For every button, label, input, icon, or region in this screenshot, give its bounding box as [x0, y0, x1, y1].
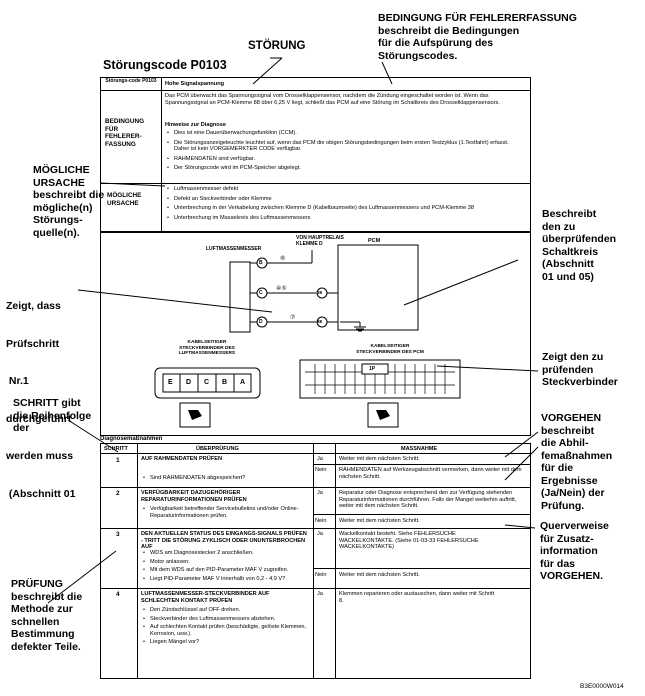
table-row-items: Den Zündschlüssel auf OFF drehen. Steckv… [143, 607, 311, 646]
annotation-bedingung: BEDINGUNG FÜR FEHLERERFASSUNG beschreibt… [378, 12, 577, 62]
annotation-pruefschritt: Zeigt, dass Prüfschritt Nr.1 durchgeführ… [6, 300, 76, 500]
list-item: Unterbrechung im Massekreis des Luftmass… [167, 215, 523, 222]
annotation-steckverbinder: Zeigt den zu prüfenden Steckverbinder [542, 351, 618, 388]
table-row-title: VERFÜGBARKEIT DAZUGEHÖRIGER REPARATURINF… [141, 490, 247, 503]
stoerung-label: STÖRUNG [248, 40, 306, 52]
list-item: Defekt an Steckverbinder oder Klemme [167, 196, 523, 203]
table-row-title: LUFTMASSENMESSER-STECKVERBINDER AUF SCHL… [141, 591, 270, 604]
table-row-step: 4 [116, 591, 120, 598]
connector-letter: C [204, 379, 210, 386]
yes-text: Weiter mit dem nächsten Schritt. [339, 456, 420, 462]
harness-right-label: KABELSEITIGER STECKVERBINDER DES PCM [356, 344, 424, 355]
yes-label: Ja [317, 591, 323, 597]
yes-text: Reparatur oder Diagnose entsprechend den… [339, 490, 517, 510]
connector-letter: D [186, 379, 192, 386]
diagnostic-table: SCHRITT ÜBERPRÜFUNG MASSNAHME 1 AUF RAHM… [100, 443, 531, 679]
circuit-box [100, 232, 531, 436]
pin-d: D [259, 319, 263, 325]
table-row-step: 2 [116, 490, 120, 497]
no-text: RAHMENDATEN auf Werkzeugabschnitt vermer… [339, 467, 522, 480]
yes-label: Ja [317, 456, 323, 462]
wire-number: ④⑤ [276, 286, 287, 292]
yes-text: Wackelkontakt besteht. Siehe FEHLERSUCHE… [339, 531, 479, 551]
relay-label: VON HAUPTRELAIS KLEMME D [296, 235, 344, 247]
yes-label: Ja [317, 531, 323, 537]
wire-number: ⑥ [280, 256, 286, 262]
no-label: Nein [315, 572, 327, 578]
pin-c: C [259, 290, 263, 296]
header-check: ÜBERPRÜFUNG [196, 446, 239, 452]
dtc-code-label: Störungs-code P0103 [105, 78, 157, 84]
maf-label: LUFTMASSENMESSER [206, 246, 262, 252]
list-item: Luftmassenmesser defekt [167, 186, 523, 193]
table-row-step: 1 [116, 457, 120, 464]
list-item: Der Störungscode wird im PCM-Speicher ab… [167, 165, 523, 172]
cause-list: Luftmassenmesser defekt Defekt an Steckv… [167, 186, 523, 221]
table-row-step: 3 [116, 531, 120, 538]
table-row-items: WDS am Diagnosestecker 2 anschließen. Mo… [143, 550, 311, 582]
no-label: Nein [315, 518, 327, 524]
footer-code: B3E0000W014 [580, 683, 624, 690]
header-step: SCHRITT [104, 446, 128, 452]
pcm-pin-label: 1P [369, 366, 376, 372]
table-row-title: DEN AKTUELLEN STATUS DES EINGANGS-SIGNAL… [141, 531, 307, 551]
connector-letter: E [168, 379, 173, 386]
page-title: Störungscode P0103 [103, 58, 227, 72]
wire-number: ⑦ [290, 315, 296, 321]
annotation-schritt: SCHRITT gibt die Reihenfolge der [13, 397, 92, 434]
annotation-moegliche: MÖGLICHE URSACHE beschreibt die mögliche… [33, 164, 105, 239]
diagnostic-title: Diagnosemaßnahmen [100, 436, 163, 442]
list-item: Unterbrechung in der Verkabelung zwische… [167, 205, 523, 212]
table-row-title: AUF RAHMENDATEN PRÜFEN [141, 456, 223, 462]
no-text: Weiter mit dem nächsten Schritt. [339, 518, 420, 524]
header-action: MASSNAHME [401, 446, 438, 452]
detection-text: Das PCM überwacht das Spannungssignal vo… [165, 93, 500, 106]
connector-letter: A [240, 379, 246, 386]
annotation-pruefung: PRÜFUNG beschreibt die Methode zur schne… [11, 578, 83, 653]
list-item: RAHMENDATEN sind verfügbar. [167, 156, 523, 163]
pin-88: 88 [317, 319, 323, 324]
table-row-item: Sind RAHMENDATEN abgespeichert? [143, 475, 308, 482]
pin-b: B [259, 260, 263, 266]
cause-label: MÖGLICHE URSACHE [107, 192, 142, 207]
annotation-vorgehen: VORGEHEN beschreibt die Abhil- femaßnahm… [541, 412, 613, 512]
harness-left-label: KABELSEITIGER STECKVERBINDER DES LUFTMAS… [178, 340, 236, 357]
dtc-code-value: Hohe Signalspannung [165, 81, 225, 87]
pin-38: 38 [317, 290, 323, 295]
diag-support-title: Hinweise zur Diagnose [165, 122, 226, 128]
dtc-table: Störungs-code P0103 Hohe Signalspannung … [100, 77, 531, 232]
diag-support-list: Dies ist eine Dauerüberwachungsfunktion … [167, 130, 523, 172]
annotation-querverweise: Querverweise für Zusatz- information für… [540, 520, 609, 582]
annotation-schaltkreis: Beschreibt den zu überprüfenden Schaltkr… [542, 208, 617, 283]
yes-label: Ja [317, 490, 323, 496]
table-row-item: Verfügbarkeit betreffender Servicebullet… [143, 506, 308, 519]
detection-label: BEDINGUNG FÜR FEHLERER-FASSUNG [105, 118, 145, 148]
no-label: Nein [315, 467, 327, 473]
connector-letter: B [222, 379, 228, 386]
pcm-label: PCM [368, 238, 381, 244]
list-item: Dies ist eine Dauerüberwachungsfunktion … [167, 130, 523, 137]
list-item: Die Störungsanzeigeleuchte leuchtet auf,… [167, 140, 523, 153]
yes-text: Klemmen reparieren oder austauschen, dan… [339, 591, 495, 604]
no-text: Weiter mit dem nächsten Schritt. [339, 572, 420, 578]
